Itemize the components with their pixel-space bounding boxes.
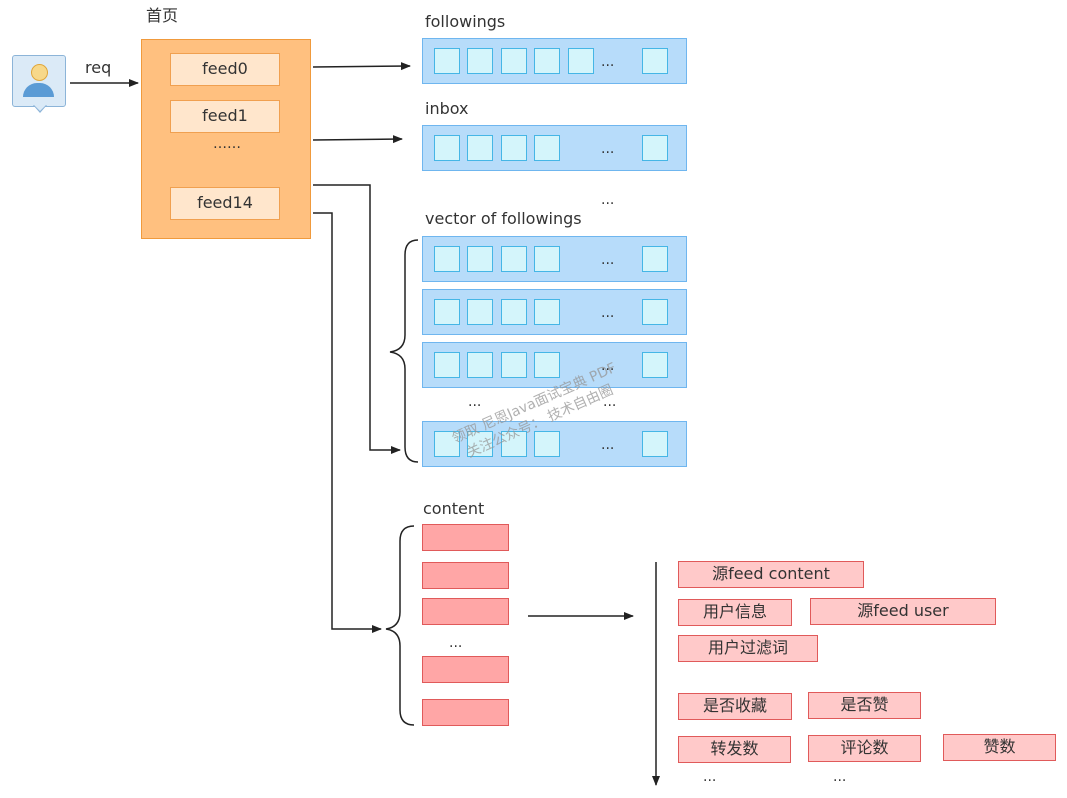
inbox-ellipsis: ... bbox=[601, 141, 615, 157]
field-source-feed-user: 源feed user bbox=[810, 598, 996, 625]
vector-gap-ellipsis: ... bbox=[603, 394, 617, 410]
vector-gap-ellipsis: ... bbox=[468, 394, 482, 410]
field-source-feed-content: 源feed content bbox=[678, 561, 864, 588]
inbox-label: inbox bbox=[425, 99, 469, 118]
vector-label: vector of followings bbox=[425, 209, 582, 228]
vector-row: ... bbox=[422, 342, 687, 388]
vector-row-ellipsis: ... bbox=[601, 358, 615, 374]
feed14-to-content-arrow bbox=[313, 212, 382, 633]
followings-label: followings bbox=[425, 12, 506, 31]
vector-row: ... bbox=[422, 289, 687, 335]
field-repost-count: 转发数 bbox=[678, 736, 791, 763]
vector-row-ellipsis: ... bbox=[601, 252, 615, 268]
feed1-to-inbox-arrow bbox=[312, 135, 403, 144]
content-item bbox=[422, 598, 509, 625]
field-is-favorited: 是否收藏 bbox=[678, 693, 792, 720]
user-body-icon bbox=[23, 83, 54, 97]
vector-brace bbox=[389, 239, 419, 463]
content-item bbox=[422, 699, 509, 726]
user-avatar-icon bbox=[12, 55, 66, 113]
inbox-list: ... bbox=[422, 125, 687, 171]
vector-row-ellipsis: ... bbox=[601, 305, 615, 321]
field-like-count: 赞数 bbox=[943, 734, 1056, 761]
req-label: req bbox=[85, 58, 112, 77]
followings-list: ... bbox=[422, 38, 687, 84]
content-brace bbox=[385, 525, 415, 726]
field-user-info: 用户信息 bbox=[678, 599, 792, 626]
feed0-to-followings-arrow bbox=[312, 62, 411, 71]
feed14-to-vector-arrow bbox=[313, 184, 401, 454]
content-ellipsis: ... bbox=[449, 635, 463, 651]
field-is-liked: 是否赞 bbox=[808, 692, 921, 719]
field-comment-count: 评论数 bbox=[808, 735, 921, 762]
feed-ellipsis: …… bbox=[213, 136, 241, 152]
followings-ellipsis: ... bbox=[601, 54, 615, 70]
lists-ellipsis: ... bbox=[601, 192, 615, 208]
content-item bbox=[422, 562, 509, 589]
feed-item: feed14 bbox=[170, 187, 280, 220]
fields-ellipsis: ... bbox=[703, 769, 717, 785]
vector-row-ellipsis: ... bbox=[601, 437, 615, 453]
homepage-title: 首页 bbox=[146, 6, 179, 25]
content-item bbox=[422, 524, 509, 551]
fields-ellipsis: ... bbox=[833, 769, 847, 785]
feed-item: feed1 bbox=[170, 100, 280, 133]
vector-row: ... bbox=[422, 236, 687, 282]
field-user-filter-words: 用户过滤词 bbox=[678, 635, 818, 662]
content-item bbox=[422, 656, 509, 683]
feed-item: feed0 bbox=[170, 53, 280, 86]
content-label: content bbox=[423, 499, 485, 518]
vector-row: ... bbox=[422, 421, 687, 467]
user-head-icon bbox=[31, 64, 48, 81]
